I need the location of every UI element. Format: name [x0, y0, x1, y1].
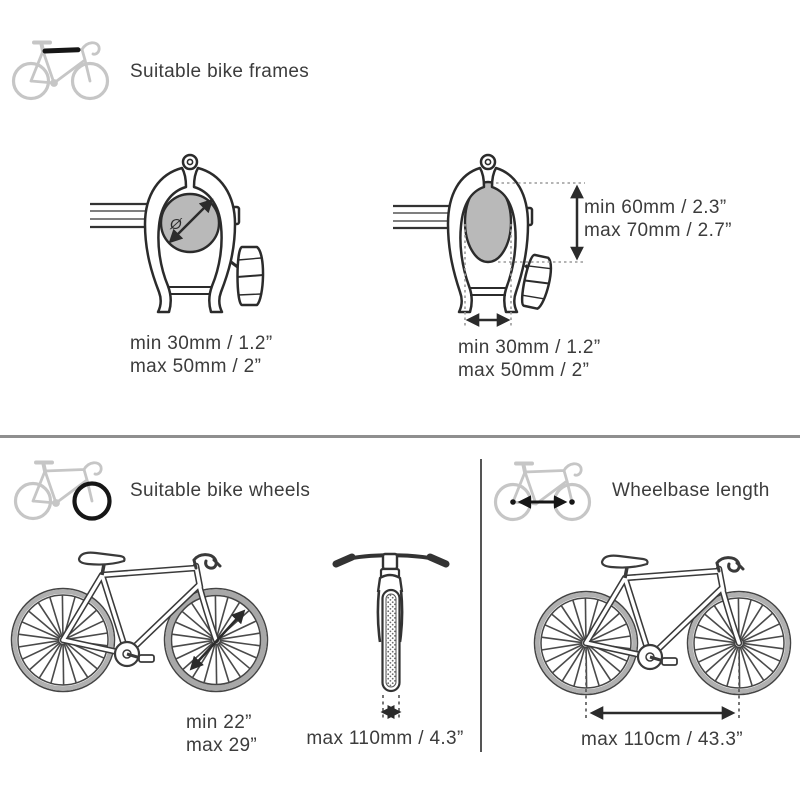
wheelbase-dimension [585, 650, 740, 720]
wheelbase-dimension-label: max 110cm / 43.3” [581, 729, 743, 750]
dimension-max: max 70mm / 2.7” [584, 220, 732, 241]
saddle [600, 554, 649, 569]
wheel-diameter-dimensions: min 22” max 29” [186, 711, 257, 757]
frame-tube-lines [393, 204, 450, 230]
wheelbase-highlight [510, 495, 575, 509]
front-tire [381, 588, 401, 693]
diameter-symbol: Ø [169, 216, 183, 233]
bike-frame [582, 554, 745, 671]
bike-frame [59, 551, 222, 668]
oval-width-dimensions: min 30mm / 1.2” max 50mm / 2” [458, 336, 601, 382]
section-title-frames: Suitable bike frames [130, 61, 310, 82]
horizontal-divider [0, 435, 800, 438]
wheel-highlight [72, 481, 112, 521]
dimension-min: min 60mm / 2.3” [584, 197, 727, 218]
dimension-max: max 50mm / 2” [458, 360, 590, 381]
handlebar [332, 552, 450, 571]
dimension-min: min 30mm / 1.2” [130, 333, 273, 354]
oval-tube-cross-section [463, 180, 513, 264]
handlebar [192, 553, 222, 570]
rear-wheel [10, 587, 116, 693]
frame-highlight [42, 47, 81, 54]
section-title-wheels: Suitable bike wheels [130, 480, 311, 501]
handlebar [715, 556, 745, 573]
bike-wheel-diagram [10, 551, 269, 693]
clamp-knob [520, 253, 553, 310]
vertical-divider [480, 459, 482, 752]
bike-wheelbase-icon [493, 461, 592, 522]
dimension-min: min 22” [186, 712, 252, 733]
frame-tube-lines [90, 202, 147, 229]
round-clamp-dimensions: min 30mm / 1.2” max 50mm / 2” [130, 332, 273, 378]
clamp-body [446, 153, 534, 314]
dimension-max: max 50mm / 2” [130, 356, 262, 377]
diameter-arrow [168, 198, 214, 244]
fork-front-view-diagram [332, 552, 450, 719]
wheelbase-diagram [533, 554, 792, 720]
tire-width-dimension-label: max 110mm / 4.3” [306, 728, 464, 749]
dimension-min: min 30mm / 1.2” [458, 337, 601, 358]
width-dimension [464, 224, 512, 328]
clamp-body [143, 153, 241, 314]
dimension-max: max 29” [186, 735, 258, 756]
height-dimension [496, 182, 585, 263]
oval-clamp-diagram [393, 153, 585, 328]
wheel-diameter-arrow [189, 609, 246, 671]
section-title-wheelbase: Wheelbase length [612, 480, 770, 501]
tire-width-dimension [380, 695, 402, 719]
bike-wheel-icon [13, 460, 112, 521]
oval-height-dimensions: min 60mm / 2.3” max 70mm / 2.7” [584, 196, 732, 242]
bike-frame-icon [11, 40, 110, 101]
saddle [77, 551, 126, 566]
round-clamp-diagram: Ø [90, 153, 265, 314]
clamp-knob [230, 245, 265, 307]
